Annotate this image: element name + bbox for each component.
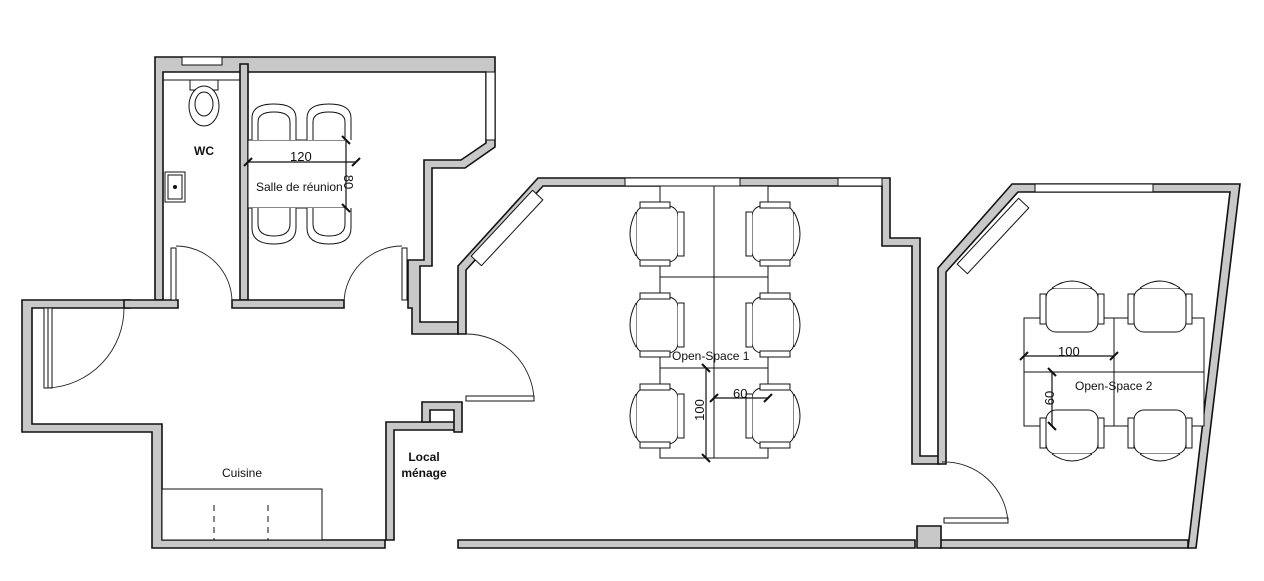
- os1-desk-width-dim: 60: [733, 386, 747, 401]
- chair-os2-top-right: [1127, 280, 1193, 333]
- room-label-open-space-1: Open-Space 1: [672, 349, 750, 363]
- os2-desk-width-dim: 100: [1058, 344, 1080, 359]
- wc-fixtures: [163, 79, 240, 203]
- chair-right-1: [745, 201, 801, 267]
- chair-left-1: [629, 201, 685, 267]
- room-label-cleaning-2: ménage: [401, 466, 447, 480]
- exterior-walls: [21, 56, 1241, 549]
- room-label-meeting: Salle de réunion: [256, 180, 343, 194]
- meeting-room-furniture: [243, 103, 361, 245]
- chair-os2-bottom-left: [1039, 409, 1105, 462]
- room-label-open-space-2: Open-Space 2: [1075, 379, 1153, 393]
- chair-os2-top-left: [1039, 280, 1105, 333]
- chair-left-2: [629, 292, 685, 358]
- chair-right-2: [745, 292, 801, 358]
- kitchen-counter: [161, 488, 323, 541]
- os2-desk-depth-dim: 60: [1042, 391, 1057, 405]
- room-label-cleaning-1: Local: [408, 450, 439, 464]
- chair-left-3: [629, 383, 685, 449]
- room-label-kitchen: Cuisine: [222, 466, 262, 480]
- os1-desk-depth-dim: 100: [692, 399, 707, 421]
- open-space-2-furniture: [956, 197, 1205, 462]
- meeting-table-width-dim: 120: [290, 149, 312, 164]
- meeting-table: [247, 139, 347, 209]
- chair-right-3: [745, 383, 801, 449]
- doors: [47, 245, 1009, 540]
- meeting-table-depth-dim: 80: [341, 175, 356, 189]
- chair-os2-bottom-right: [1127, 409, 1193, 462]
- room-label-wc: WC: [194, 144, 214, 158]
- open-space-1-furniture: [470, 185, 801, 463]
